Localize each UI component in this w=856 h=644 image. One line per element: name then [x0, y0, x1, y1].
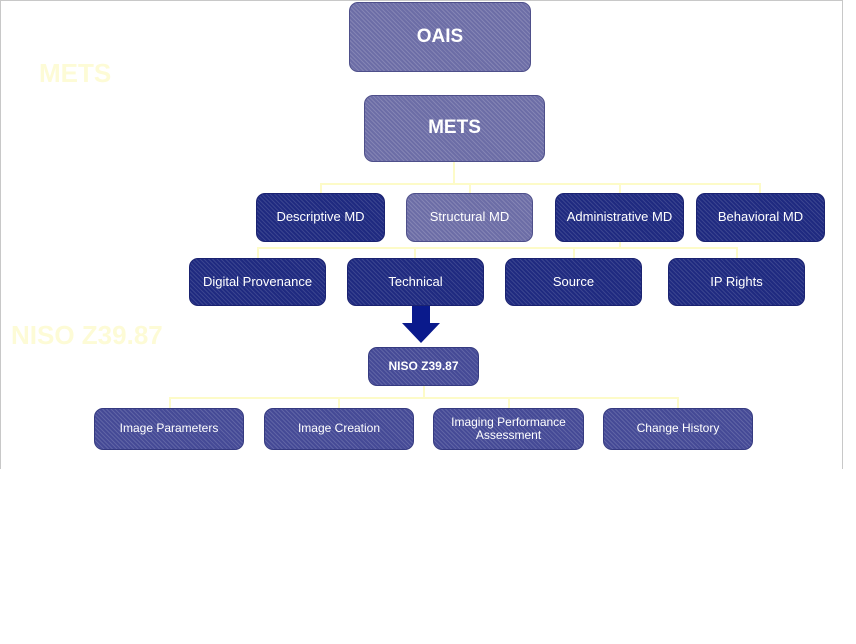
connector-section-3 [619, 183, 621, 193]
structural-md-box: Structural MD [406, 193, 533, 242]
connector-sections-bar [320, 183, 760, 185]
connector-niso-bar [169, 397, 679, 399]
connector-niso-3 [508, 397, 510, 408]
behavioral-md-box: Behavioral MD [696, 193, 825, 242]
connector-niso-stem [423, 385, 425, 398]
imaging-performance-assessment-box: Imaging Performance Assessment [433, 408, 584, 450]
connector-sub-3 [573, 247, 575, 258]
connector-sub-2 [414, 247, 416, 258]
frame-top-border [0, 0, 843, 1]
ghost-label-niso: NISO Z39.87 [11, 320, 163, 350]
connector-sub-4 [736, 247, 738, 258]
connector-mets-stem [453, 162, 455, 184]
frame-right-border [842, 0, 843, 469]
down-arrow-icon [402, 306, 440, 343]
oais-box: OAIS [349, 2, 531, 72]
administrative-md-box: Administrative MD [555, 193, 684, 242]
connector-niso-2 [338, 397, 340, 408]
source-box: Source [505, 258, 642, 306]
descriptive-md-box: Descriptive MD [256, 193, 385, 242]
change-history-box: Change History [603, 408, 753, 450]
mets-box: METS [364, 95, 545, 162]
connector-section-1 [320, 183, 322, 193]
connector-section-4 [759, 183, 761, 193]
connector-niso-1 [169, 397, 171, 408]
connector-admin-stem [619, 241, 621, 248]
digital-provenance-box: Digital Provenance [189, 258, 326, 306]
connector-sub-1 [257, 247, 259, 258]
connector-admin-bar [257, 247, 737, 249]
frame-left-border [0, 0, 1, 469]
image-parameters-box: Image Parameters [94, 408, 244, 450]
image-creation-box: Image Creation [264, 408, 414, 450]
connector-section-2 [469, 183, 471, 193]
technical-box: Technical [347, 258, 484, 306]
ghost-label-mets: METS [39, 58, 112, 88]
niso-z3987-box: NISO Z39.87 [368, 347, 479, 386]
connector-niso-4 [677, 397, 679, 408]
ip-rights-box: IP Rights [668, 258, 805, 306]
